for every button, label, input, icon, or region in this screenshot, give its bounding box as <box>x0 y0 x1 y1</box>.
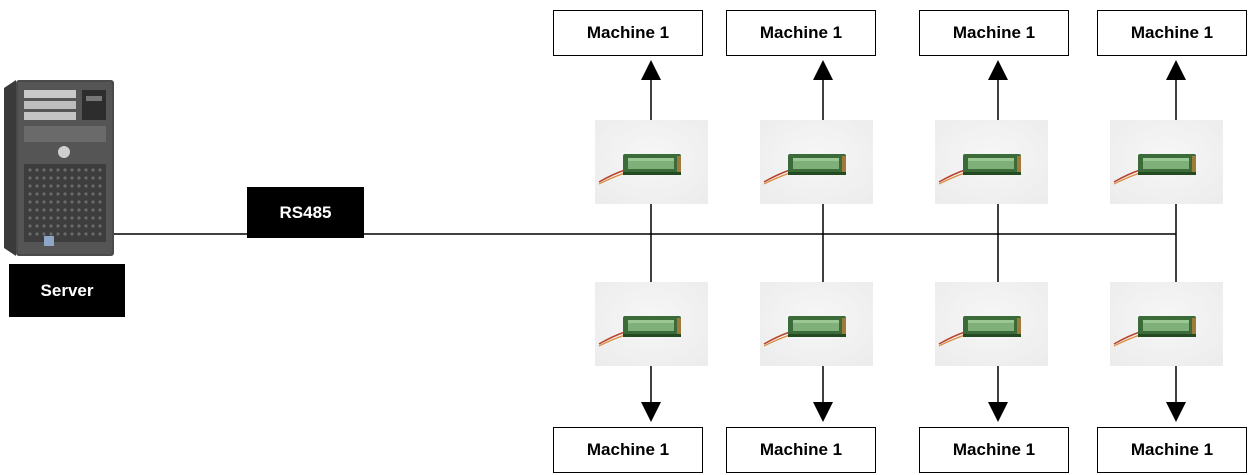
machine-label: Machine 1 <box>759 23 843 42</box>
machine-box-top-4: Machine 1 <box>1097 10 1247 56</box>
lcd-terminal-icon <box>595 282 708 366</box>
arrow-up-icon <box>813 60 833 80</box>
server-label-text: Server <box>40 280 94 300</box>
machine-label: Machine 1 <box>1130 23 1214 42</box>
arrow-down-icon <box>813 402 833 422</box>
column-4-connectors <box>1166 60 1186 422</box>
lcd-terminal-icon <box>760 120 873 204</box>
machine-box-top-1: Machine 1 <box>553 10 703 56</box>
lcd-terminal-icon <box>1110 282 1223 366</box>
machine-label: Machine 1 <box>586 23 670 42</box>
machine-box-bottom-2: Machine 1 <box>726 427 876 473</box>
machine-box-top-3: Machine 1 <box>919 10 1069 56</box>
server-label: Server <box>9 264 125 317</box>
machine-box-bottom-4: Machine 1 <box>1097 427 1247 473</box>
column-2-connectors <box>813 60 833 422</box>
server-tower-icon <box>4 80 114 256</box>
machine-label: Machine 1 <box>952 23 1036 42</box>
arrow-up-icon <box>988 60 1008 80</box>
machine-label: Machine 1 <box>1130 440 1214 459</box>
rs485-label: RS485 <box>247 187 364 238</box>
arrow-up-icon <box>641 60 661 80</box>
lcd-terminal-icon <box>1110 120 1223 204</box>
machine-box-bottom-3: Machine 1 <box>919 427 1069 473</box>
rs485-label-text: RS485 <box>279 202 332 222</box>
column-3-connectors <box>988 60 1008 422</box>
machine-label: Machine 1 <box>586 440 670 459</box>
machine-box-bottom-1: Machine 1 <box>553 427 703 473</box>
column-1-connectors <box>641 60 661 422</box>
lcd-terminal-icon <box>595 120 708 204</box>
lcd-terminal-icon <box>935 282 1048 366</box>
arrow-up-icon <box>1166 60 1186 80</box>
lcd-terminal-icon <box>760 282 873 366</box>
lcd-terminal-icon <box>935 120 1048 204</box>
machine-box-top-2: Machine 1 <box>726 10 876 56</box>
machine-label: Machine 1 <box>759 440 843 459</box>
machine-label: Machine 1 <box>952 440 1036 459</box>
arrow-down-icon <box>641 402 661 422</box>
arrow-down-icon <box>988 402 1008 422</box>
arrow-down-icon <box>1166 402 1186 422</box>
